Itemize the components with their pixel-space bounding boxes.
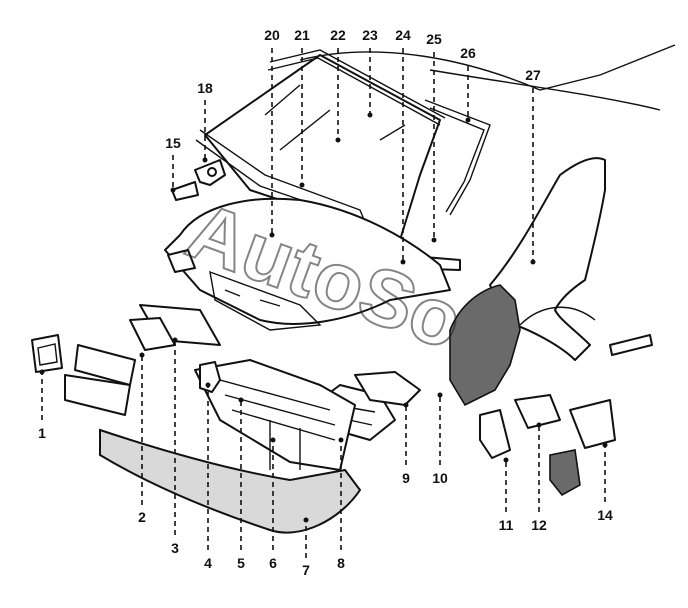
- grille-surround: [74, 344, 136, 386]
- front-panel: [194, 359, 356, 471]
- callout-label-3: 3: [171, 540, 179, 556]
- wheel-arch-liner: [449, 284, 521, 407]
- callout-label-12: 12: [531, 517, 547, 533]
- callout-label-5: 5: [237, 555, 245, 571]
- callout-label-24: 24: [395, 27, 411, 43]
- callout-label-11: 11: [499, 517, 514, 533]
- callout-label-18: 18: [197, 80, 213, 96]
- hood-hinge-bolt: [207, 167, 217, 177]
- callout-label-9: 9: [402, 470, 410, 486]
- front-fender: [489, 157, 606, 361]
- emblem-inner: [37, 343, 58, 366]
- leader-dot-11: [503, 457, 509, 463]
- leader-dot-20: [269, 232, 275, 238]
- windscreen-glare: [264, 84, 406, 151]
- leader-dot-15: [170, 187, 176, 193]
- grille: [64, 374, 131, 416]
- leader-dot-8: [338, 437, 344, 443]
- windscreen-lower-molding: [195, 129, 367, 224]
- leader-dot-5: [238, 397, 244, 403]
- leader-dot-4: [205, 382, 211, 388]
- emblem: [31, 334, 63, 373]
- hood-insulation: [209, 270, 322, 331]
- fender-wheel-arch: [519, 306, 596, 326]
- hood: [164, 197, 451, 325]
- leader-dot-23: [367, 112, 373, 118]
- callout-label-6: 6: [269, 555, 277, 571]
- callout-label-27: 27: [525, 67, 541, 83]
- leader-dot-10: [437, 392, 443, 398]
- callout-label-20: 20: [264, 27, 280, 43]
- callout-label-23: 23: [362, 27, 378, 43]
- leader-dot-6: [270, 437, 276, 443]
- small-plate: [167, 249, 196, 273]
- side-bracket: [569, 399, 616, 449]
- leader-dot-14: [602, 442, 608, 448]
- car-body-line: [429, 69, 661, 111]
- callout-label-2: 2: [138, 509, 146, 525]
- door-seal-strip: [424, 99, 491, 216]
- leader-dot-12: [536, 422, 542, 428]
- leader-dot-21: [299, 182, 305, 188]
- callout-label-21: 21: [294, 27, 310, 43]
- callout-label-7: 7: [302, 562, 310, 578]
- callout-label-26: 26: [460, 45, 476, 61]
- bumper-bracket-right: [514, 394, 561, 429]
- callout-label-14: 14: [597, 507, 613, 523]
- fender-trim: [609, 334, 653, 356]
- indicator-lamp: [354, 371, 421, 406]
- leader-dot-7: [303, 517, 309, 523]
- front-bumper: [99, 428, 362, 534]
- leader-dot-2: [139, 352, 145, 358]
- leader-dot-24: [400, 259, 406, 265]
- leader-dot-9: [403, 402, 409, 408]
- windscreen: [204, 54, 441, 241]
- callout-label-10: 10: [432, 470, 448, 486]
- leader-dot-1: [39, 369, 45, 375]
- front-panel-ribs: [219, 379, 336, 470]
- leader-dot-27: [530, 259, 536, 265]
- car-roof-outline: [299, 44, 676, 91]
- leader-dot-3: [172, 337, 178, 343]
- leader-dot-18: [202, 157, 208, 163]
- leader-dot-22: [335, 137, 341, 143]
- callout-label-1: 1: [38, 425, 46, 441]
- callout-label-15: 15: [165, 135, 181, 151]
- mud-flap: [549, 449, 581, 497]
- hood-latch: [199, 361, 221, 393]
- bumper-bracket-left: [479, 409, 511, 459]
- leader-dot-25: [431, 237, 437, 243]
- callout-label-25: 25: [426, 31, 442, 47]
- hinge-bracket: [171, 181, 199, 201]
- callout-label-8: 8: [337, 555, 345, 571]
- leader-dot-26: [465, 117, 471, 123]
- callout-label-22: 22: [330, 27, 346, 43]
- callout-label-4: 4: [204, 555, 212, 571]
